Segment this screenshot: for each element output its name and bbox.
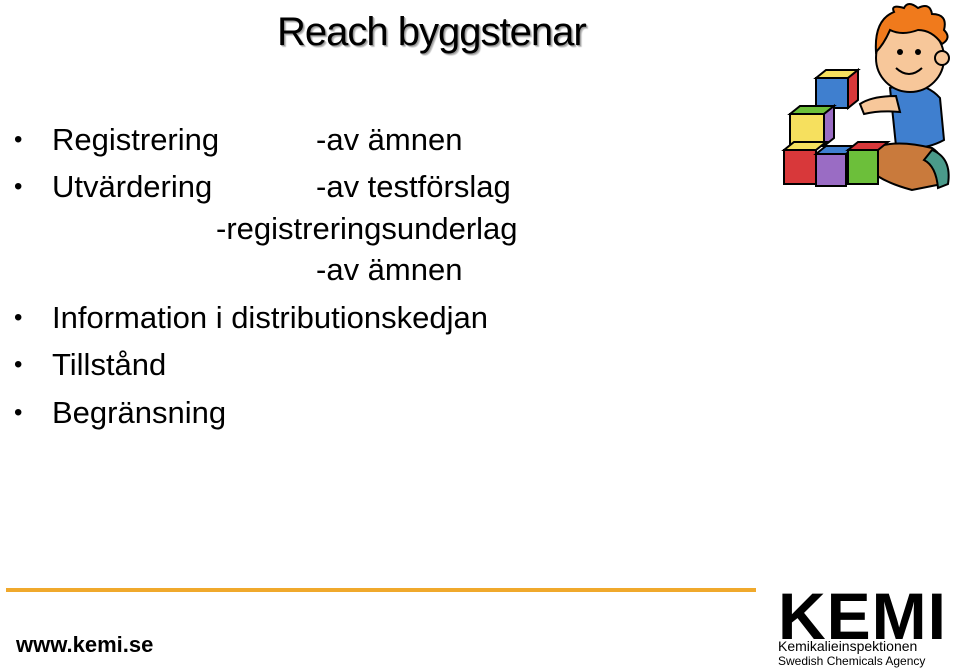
bullet-icon: • <box>14 399 23 426</box>
child-playing-with-blocks-icon <box>781 3 950 192</box>
item-utvardering-detail-1: -av testförslag <box>316 169 511 204</box>
bullet-icon: • <box>14 126 23 153</box>
bullet-icon: • <box>14 304 23 331</box>
kemi-logo-word: KEMI <box>778 579 947 653</box>
bullet-icon: • <box>14 351 23 378</box>
item-registrering: Registrering <box>52 122 220 157</box>
slide-title: Reach byggstenar <box>277 10 587 54</box>
item-utvardering: Utvärdering <box>52 169 213 204</box>
item-utvardering-detail-2: -registreringsunderlag <box>216 211 518 246</box>
footer-url[interactable]: www.kemi.se <box>16 632 154 657</box>
item-begransning: Begränsning <box>52 395 227 430</box>
kemi-logo-subtitle-sv: Kemikalieinspektionen <box>778 638 918 654</box>
item-information: Information i distributionskedjan <box>52 300 488 335</box>
item-registrering-detail: -av ämnen <box>316 122 463 157</box>
bullet-icon: • <box>14 173 23 200</box>
kemi-logo-subtitle-en: Swedish Chemicals Agency <box>778 654 926 668</box>
item-tillstand: Tillstånd <box>52 347 167 382</box>
footer-divider <box>6 588 756 592</box>
item-utvardering-detail-3: -av ämnen <box>316 252 463 287</box>
